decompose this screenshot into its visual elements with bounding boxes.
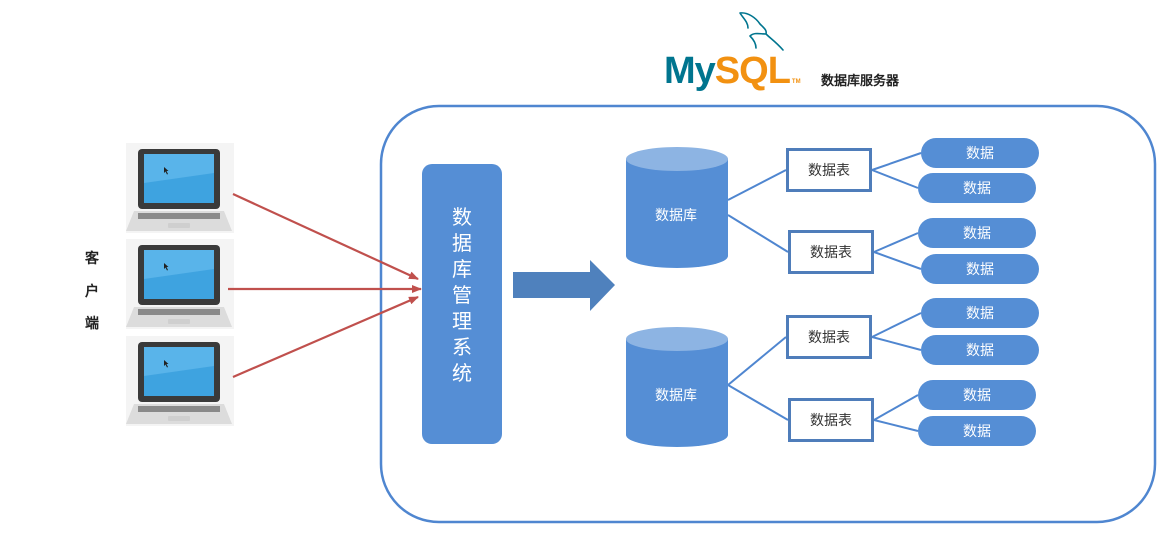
laptop-icon [126, 239, 234, 329]
mysql-logo-sql: SQL [714, 50, 791, 92]
cursor-icon [164, 263, 169, 271]
connector-line [873, 419, 919, 432]
dbms-label-char: 理 [452, 309, 472, 333]
client-arrows [228, 193, 422, 379]
data-pill: 数据 [921, 298, 1039, 328]
dbms-label-char: 统 [452, 361, 472, 385]
connector-line [873, 394, 919, 421]
connector-line [871, 312, 922, 338]
database-label-1: 数据库 [655, 208, 697, 224]
data-pill: 数据 [918, 380, 1036, 410]
table-box-2-2: 数据表 [788, 398, 874, 442]
database-cylinder-2 [626, 327, 728, 447]
dbms-label-char: 库 [452, 257, 472, 281]
table-box-1-2: 数据表 [788, 230, 874, 274]
laptop-icon [126, 336, 234, 426]
connector-line [727, 214, 789, 253]
dbms-label-char: 据 [452, 231, 472, 255]
table-box-2-1: 数据表 [786, 315, 872, 359]
data-pill: 数据 [921, 335, 1039, 365]
data-pill: 数据 [918, 173, 1036, 203]
dbms-label-char: 管 [452, 283, 472, 307]
mysql-trademark: TM [791, 79, 801, 85]
keyboard-icon [138, 406, 220, 412]
client-arrow-1 [232, 193, 419, 280]
client-label-char-2: 户 [85, 284, 99, 300]
keyboard-icon [138, 309, 220, 315]
connector-line [727, 336, 787, 386]
table-box-1-1: 数据表 [786, 148, 872, 192]
client-label-char-1: 客 [85, 251, 99, 267]
keyboard-icon [138, 213, 220, 219]
connector-line [871, 152, 922, 171]
dolphin-icon [739, 12, 784, 51]
dbms-to-database-arrow [513, 260, 615, 311]
data-pill: 数据 [918, 416, 1036, 446]
data-pill: 数据 [921, 254, 1039, 284]
laptop-icon [126, 143, 234, 233]
connector-line [727, 169, 787, 201]
data-pill: 数据 [918, 218, 1036, 248]
data-pill: 数据 [921, 138, 1039, 168]
client-label-char-3: 端 [85, 316, 99, 332]
database-cylinder-1 [626, 147, 728, 268]
connector-line [727, 384, 789, 421]
dbms-label-char: 数 [452, 205, 472, 229]
client-arrow-3 [232, 295, 419, 379]
connector-line [871, 336, 922, 351]
server-label: 数据库服务器 [821, 74, 900, 89]
cursor-icon [164, 167, 169, 175]
dbms-box: 数 据 库 管 理 系 统 [422, 164, 502, 444]
database-label-2: 数据库 [655, 388, 697, 404]
cursor-icon [164, 360, 169, 368]
connector-line [873, 251, 922, 270]
dbms-label-char: 系 [452, 335, 472, 359]
connector-line [871, 169, 919, 189]
mysql-logo-my: My [664, 50, 716, 92]
connector-line [873, 232, 919, 253]
